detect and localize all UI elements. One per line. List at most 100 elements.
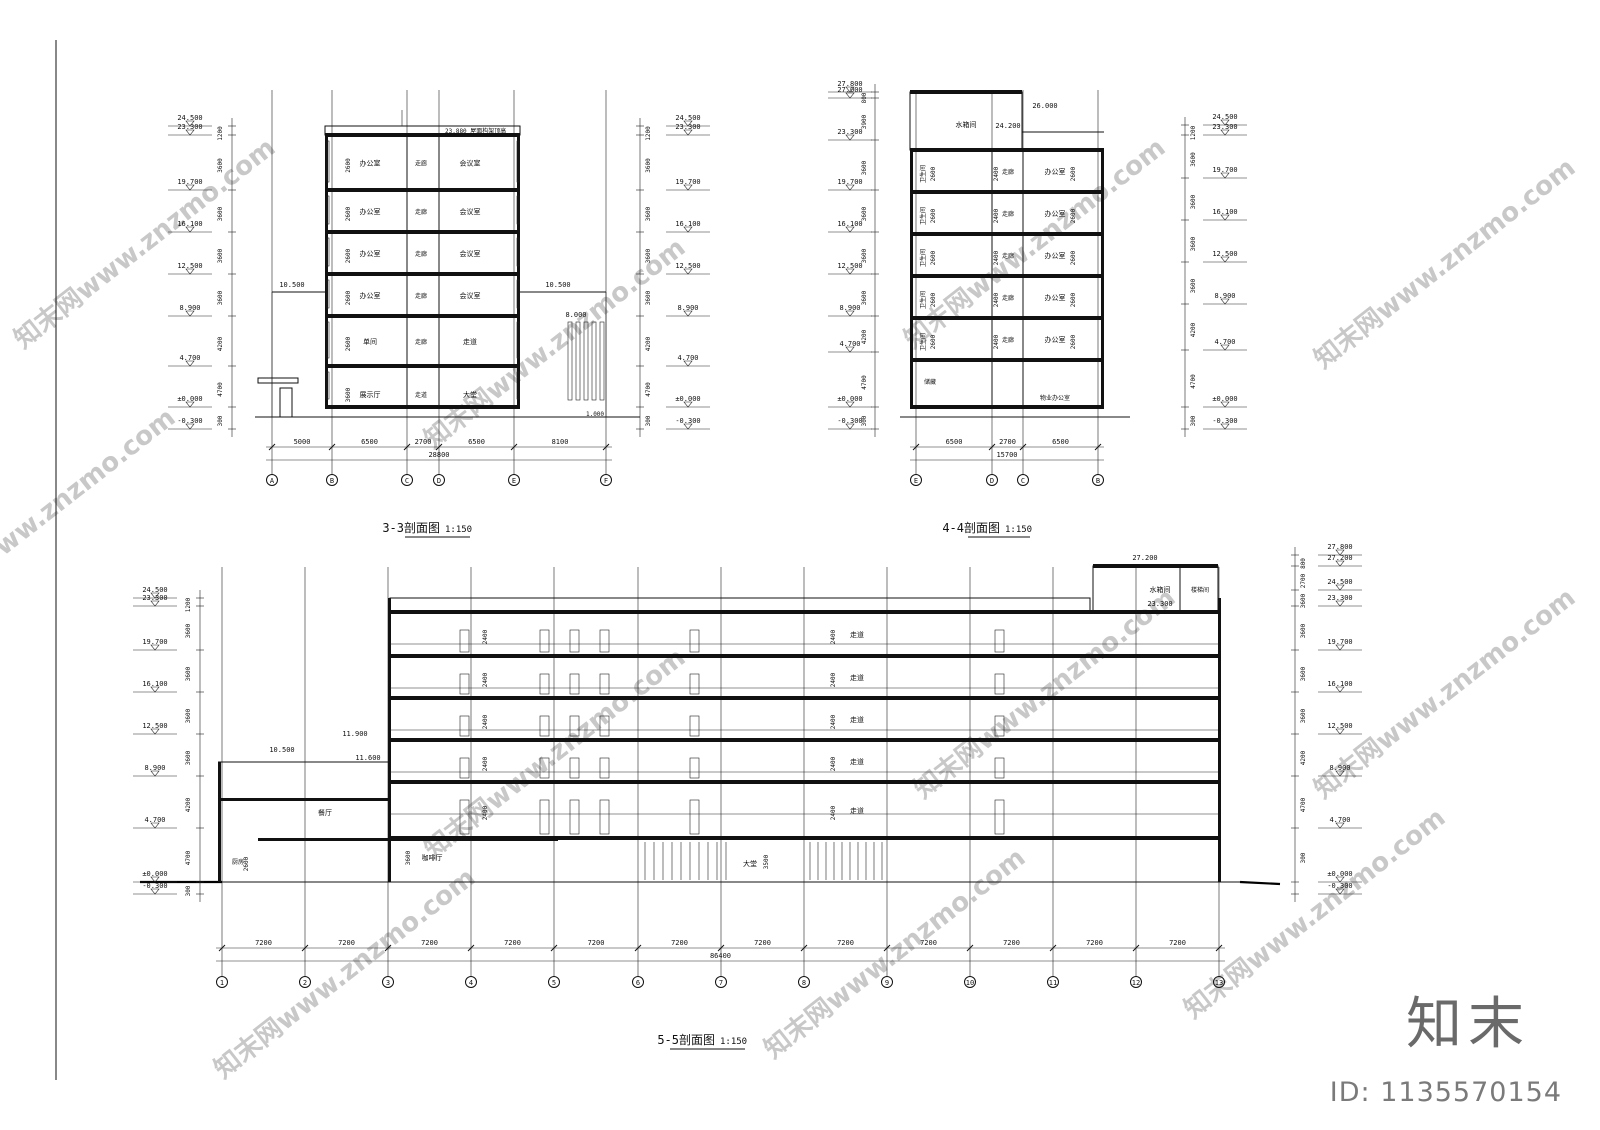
s55-span-label: 7200: [754, 939, 771, 947]
s55-axis-label: 4: [469, 979, 473, 987]
s44-floor-slab: [910, 190, 1104, 194]
s44-span-label: 6500: [946, 438, 963, 446]
s55-right-level-label: 16.100: [1327, 680, 1352, 688]
s44-right-height-label: 4700: [1190, 374, 1197, 389]
section-3-3-scale: 1:150: [445, 525, 472, 535]
s33-axis-bubble: [508, 474, 520, 486]
s55-axis-bubble: [881, 976, 893, 988]
s44-level-tag: 24.200: [995, 122, 1020, 130]
s33-right-level-label: 16.100: [675, 220, 700, 228]
s44-left-level-label: 27.000: [837, 86, 862, 94]
s55-room-height: 2400: [830, 805, 837, 820]
s55-door: [994, 757, 1005, 779]
s55-right-level-label: 4.700: [1329, 816, 1350, 824]
s55-room-height: 2400: [830, 672, 837, 687]
s55-room-label: 大堂: [743, 859, 757, 868]
s44-room-height: 2400: [993, 334, 1000, 349]
s44-floor-slab: [910, 274, 1104, 278]
s33-roof-note: 23.880 屋面构架顶高: [445, 127, 506, 135]
s44-room-label: 水箱间: [956, 120, 977, 129]
s33-window: [516, 140, 520, 183]
s44-right-height-label: 3600: [1190, 278, 1197, 293]
s55-room-label: 走道: [850, 715, 864, 724]
s55-door: [689, 757, 700, 779]
s33-right-level-label: 8.900: [677, 304, 698, 312]
s33-axis-label: F: [604, 477, 608, 485]
s44-axis-bubble: [1092, 474, 1104, 486]
s55-total-label: 86400: [710, 952, 731, 960]
s55-door: [569, 629, 580, 653]
s55-door: [994, 629, 1005, 653]
s44-left-height-label: 800: [861, 92, 868, 103]
s55-left-level-marker: [150, 728, 160, 735]
s55-left-height-label: 3600: [185, 708, 192, 723]
s33-floor-slab: [325, 230, 520, 234]
s33-window: [516, 237, 520, 267]
s33-axis-bubble: [326, 474, 338, 486]
s55-room-height: 2400: [830, 756, 837, 771]
s33-outer-wall-right: [517, 135, 520, 407]
s55-left-level-marker: [150, 876, 160, 883]
s44-right-level-label: 12.500: [1212, 250, 1237, 258]
s55-axis-bubble: [632, 976, 644, 988]
s44-span-label: 6500: [1052, 438, 1069, 446]
s33-window: [516, 195, 520, 225]
s55-span-label: 7200: [1086, 939, 1103, 947]
s55-wing-slab: [258, 838, 558, 841]
s44-left-level-marker: [845, 346, 855, 353]
s33-room-label: 走道: [463, 337, 477, 346]
s44-left-level-marker: [845, 184, 855, 191]
s44-right-level-marker: [1220, 214, 1230, 221]
s55-right-height-label: 3600: [1300, 593, 1307, 608]
s33-room-label: 走廊: [415, 338, 427, 346]
s55-door: [459, 629, 470, 653]
s55-right-level-marker: [1335, 584, 1345, 591]
s55-room-height: 2400: [830, 629, 837, 644]
s33-right-height-label: 3600: [645, 206, 652, 221]
s33-floor-slab: [325, 405, 520, 409]
s55-room-height: 2400: [482, 672, 489, 687]
s33-left-height-label: 4200: [217, 336, 224, 351]
s55-right-level-marker: [1335, 686, 1345, 693]
s33-outer-wall-left: [325, 135, 328, 407]
s44-room-label: 物业办公室: [1040, 394, 1070, 402]
s44-left-level-label: 4.700: [839, 340, 860, 348]
s33-left-level-marker: [185, 360, 195, 367]
s55-span-label: 7200: [504, 939, 521, 947]
s33-axis-label: B: [330, 477, 334, 485]
s44-room-label: 走廊: [1002, 168, 1014, 176]
s55-span-label: 7200: [920, 939, 937, 947]
s55-span-label: 7200: [837, 939, 854, 947]
s44-outer-wall-left: [910, 150, 913, 407]
s55-door: [539, 715, 550, 737]
s55-right-height-label: 800: [1300, 558, 1307, 569]
s55-right-level-marker: [1335, 600, 1345, 607]
s55-right-level-marker: [1335, 770, 1345, 777]
s55-door: [459, 799, 470, 835]
s33-axis-label: D: [437, 477, 441, 485]
s33-left-height-label: 3600: [217, 290, 224, 305]
s33-right-level-marker: [683, 226, 693, 233]
s33-room-label: 单间: [363, 337, 377, 346]
s33-right-level-label: 24.500: [675, 114, 700, 122]
s55-door: [994, 673, 1005, 695]
s33-right-height-label: 3600: [645, 158, 652, 173]
s33-right-level-marker: [683, 129, 693, 136]
s44-room-height: 2600: [1070, 208, 1077, 223]
s55-left-height-label: 4700: [185, 850, 192, 865]
s33-left-level-marker: [185, 268, 195, 275]
s33-glass-fin: [599, 321, 605, 401]
s55-span-label: 7200: [338, 939, 355, 947]
s55-left-level-marker: [150, 600, 160, 607]
s33-room-height: 2600: [345, 248, 352, 263]
s44-left-level-label: 16.100: [837, 220, 862, 228]
s55-door: [459, 673, 470, 695]
s33-room-label: 办公室: [360, 249, 381, 258]
s55-door: [569, 673, 580, 695]
s44-right-height-label: 1200: [1190, 125, 1197, 140]
s33-span-label: 5000: [294, 438, 311, 446]
s33-right-level-label: 19.700: [675, 178, 700, 186]
s33-right-level-marker: [683, 360, 693, 367]
s33-room-label: 展示厅: [360, 391, 381, 399]
